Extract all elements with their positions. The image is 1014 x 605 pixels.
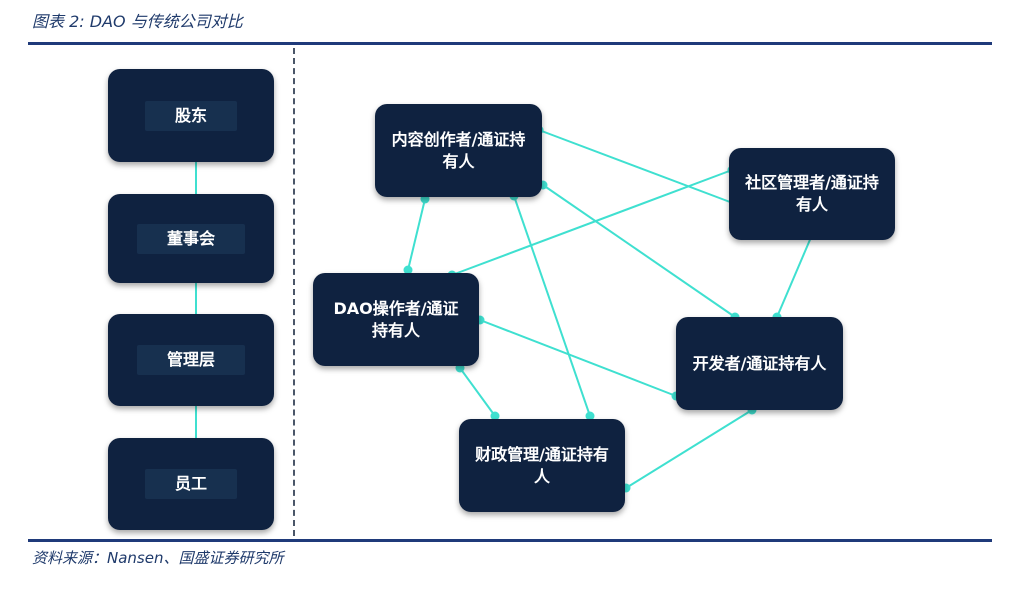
- node-dao-operator-label: DAO操作者/通证持有人: [333, 298, 459, 340]
- node-staff-label: 员工: [144, 469, 237, 499]
- node-dao-operator: DAO操作者/通证持有人: [313, 273, 479, 366]
- link-developer-finance: [625, 409, 753, 489]
- node-shareholders-label: 股东: [144, 100, 237, 131]
- link-operator-community: [451, 169, 733, 276]
- node-content-creator-label: 内容创作者/通证持有人: [391, 129, 526, 171]
- bottom-rule: [28, 539, 992, 542]
- node-finance-manager: 财政管理/通证持有人: [459, 419, 625, 512]
- node-management-label: 管理层: [136, 345, 245, 375]
- top-rule: [28, 42, 992, 45]
- link-creator-developer: [542, 184, 736, 318]
- dashed-divider: [293, 48, 295, 536]
- node-board-label: 董事会: [136, 223, 245, 254]
- source-note: 资料来源：Nansen、国盛证券研究所: [32, 549, 284, 567]
- node-developer: 开发者/通证持有人: [676, 317, 843, 410]
- node-community-manager-label: 社区管理者/通证持有人: [745, 173, 879, 214]
- node-shareholders: 股东: [108, 69, 274, 162]
- link-community-developer: [776, 234, 813, 318]
- node-board: 董事会: [108, 194, 274, 283]
- node-staff: 员工: [108, 438, 274, 530]
- figure-caption: 图表 2: DAO 与传统公司对比: [32, 12, 243, 31]
- node-content-creator: 内容创作者/通证持有人: [375, 104, 542, 197]
- link-operator-developer: [479, 319, 677, 397]
- node-developer-label: 开发者/通证持有人: [692, 353, 827, 373]
- node-management: 管理层: [108, 314, 274, 406]
- link-creator-finance: [513, 195, 591, 417]
- node-finance-manager-label: 财政管理/通证持有人: [475, 444, 609, 486]
- link-operator-finance: [459, 367, 496, 417]
- link-creator-community: [538, 129, 739, 206]
- node-community-manager: 社区管理者/通证持有人: [729, 148, 895, 240]
- link-creator-operator: [407, 198, 426, 271]
